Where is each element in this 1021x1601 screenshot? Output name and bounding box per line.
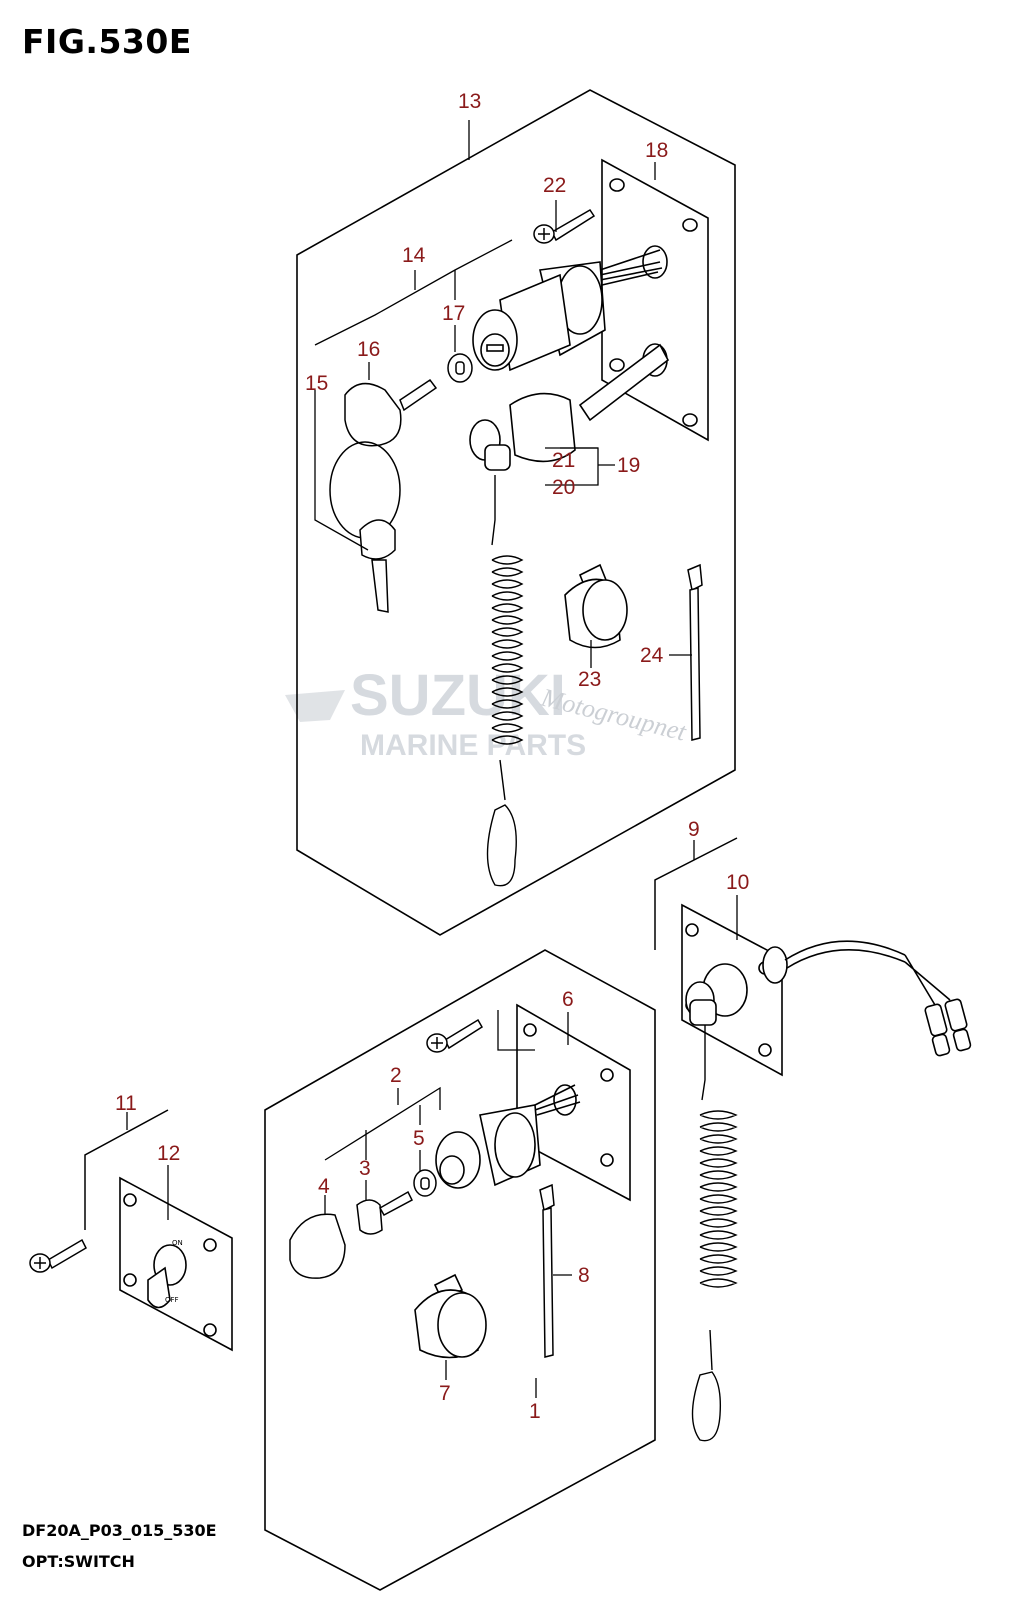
label-23: 23 — [578, 668, 601, 691]
stop-switch-19 — [469, 343, 670, 471]
label-7: 7 — [439, 1382, 451, 1405]
label-14: 14 — [402, 244, 426, 267]
label-19: 19 — [617, 454, 640, 477]
upper-kit-box — [296, 89, 736, 936]
watermark-line2: MARINE PARTS — [360, 729, 586, 762]
label-1: 1 — [529, 1400, 541, 1423]
key-3 — [356, 1190, 413, 1235]
figure-name: OPT:SWITCH — [22, 1552, 135, 1571]
label-24: 24 — [640, 644, 664, 667]
toggle-switch-11: ON OFF — [147, 1239, 187, 1309]
label-17: 17 — [442, 302, 465, 325]
screw-lower — [426, 1018, 484, 1053]
cable-harness — [784, 940, 972, 1057]
label-13: 13 — [458, 90, 481, 113]
label-10: 10 — [726, 871, 749, 894]
label-4: 4 — [318, 1175, 330, 1198]
right-kit-bracket — [654, 837, 738, 950]
lanyard-coil-lower — [691, 1025, 738, 1442]
switch-off-mark: OFF — [165, 1296, 179, 1304]
label-9: 9 — [688, 818, 700, 841]
nut-17 — [447, 353, 473, 383]
label-6: 6 — [562, 988, 574, 1011]
switch-on-mark: ON — [172, 1239, 183, 1247]
leader-lines — [126, 120, 738, 1398]
label-22: 22 — [543, 174, 566, 197]
label-11: 11 — [115, 1092, 137, 1115]
nut-5 — [413, 1169, 437, 1197]
label-3: 3 — [359, 1157, 371, 1180]
ignition-switch — [472, 249, 663, 372]
cap-7 — [414, 1273, 487, 1359]
lower-kit-box — [264, 949, 656, 1591]
label-5: 5 — [413, 1127, 425, 1150]
keys-15-16 — [329, 378, 438, 613]
screw-22 — [533, 208, 596, 244]
watermark-brand: SUZUKI — [350, 663, 566, 728]
watermark: SUZUKI MARINE PARTS Motogroupnet — [285, 663, 690, 762]
label-18: 18 — [645, 139, 668, 162]
ignition-switch-2 — [435, 1084, 581, 1189]
key-cover-4 — [289, 1213, 346, 1279]
watermark-logo-icon — [285, 690, 345, 722]
label-2: 2 — [390, 1064, 402, 1087]
part-labels: 13 18 22 14 17 16 15 21 19 20 24 23 9 10… — [115, 90, 749, 1423]
cap-23 — [564, 563, 628, 649]
lanyard-coil-upper — [486, 475, 524, 887]
toggle-kit-bracket — [84, 1109, 169, 1230]
cable-tie-24 — [687, 563, 703, 741]
panel-plate-6 — [516, 1003, 631, 1202]
label-12: 12 — [157, 1142, 180, 1165]
label-20: 20 — [552, 476, 575, 499]
label-15: 15 — [305, 372, 328, 395]
label-8: 8 — [578, 1264, 590, 1287]
stop-switch-9 — [685, 963, 748, 1026]
cable-tie-8 — [539, 1183, 555, 1358]
screw-toggle — [29, 1238, 87, 1273]
label-21: 21 — [552, 449, 575, 472]
figure-title: FIG.530E — [22, 22, 192, 61]
label-16: 16 — [357, 338, 380, 361]
figure-code: DF20A_P03_015_530E — [22, 1521, 217, 1540]
